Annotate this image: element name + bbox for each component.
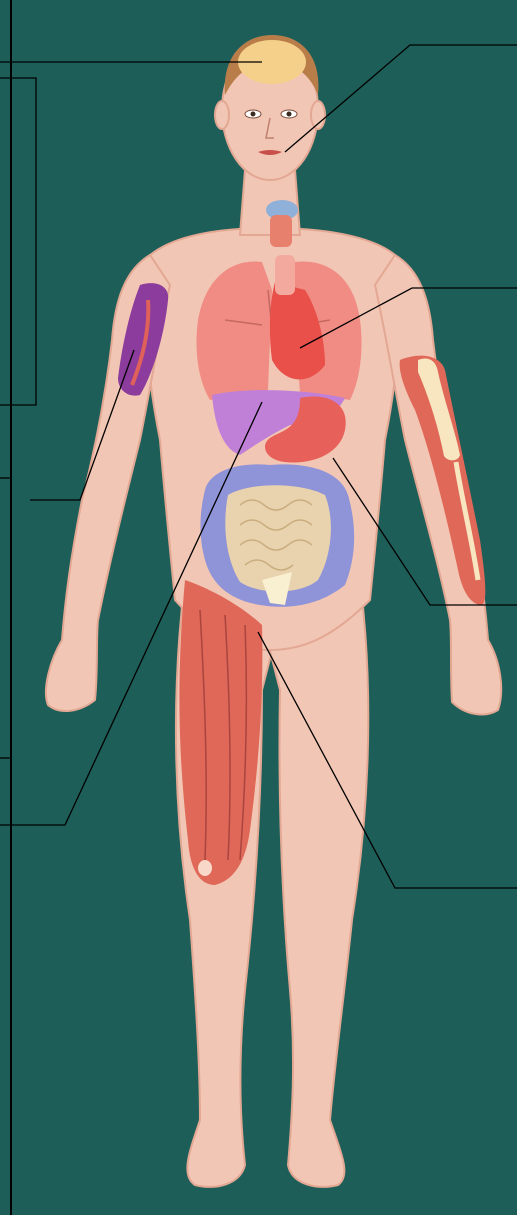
small-intestine xyxy=(225,485,331,591)
right-pupil xyxy=(287,112,292,117)
larynx xyxy=(270,215,292,247)
right-ear xyxy=(311,101,325,129)
left-ear xyxy=(215,101,229,129)
left-pupil xyxy=(251,112,256,117)
kneecap xyxy=(198,860,212,876)
trachea xyxy=(275,255,295,295)
